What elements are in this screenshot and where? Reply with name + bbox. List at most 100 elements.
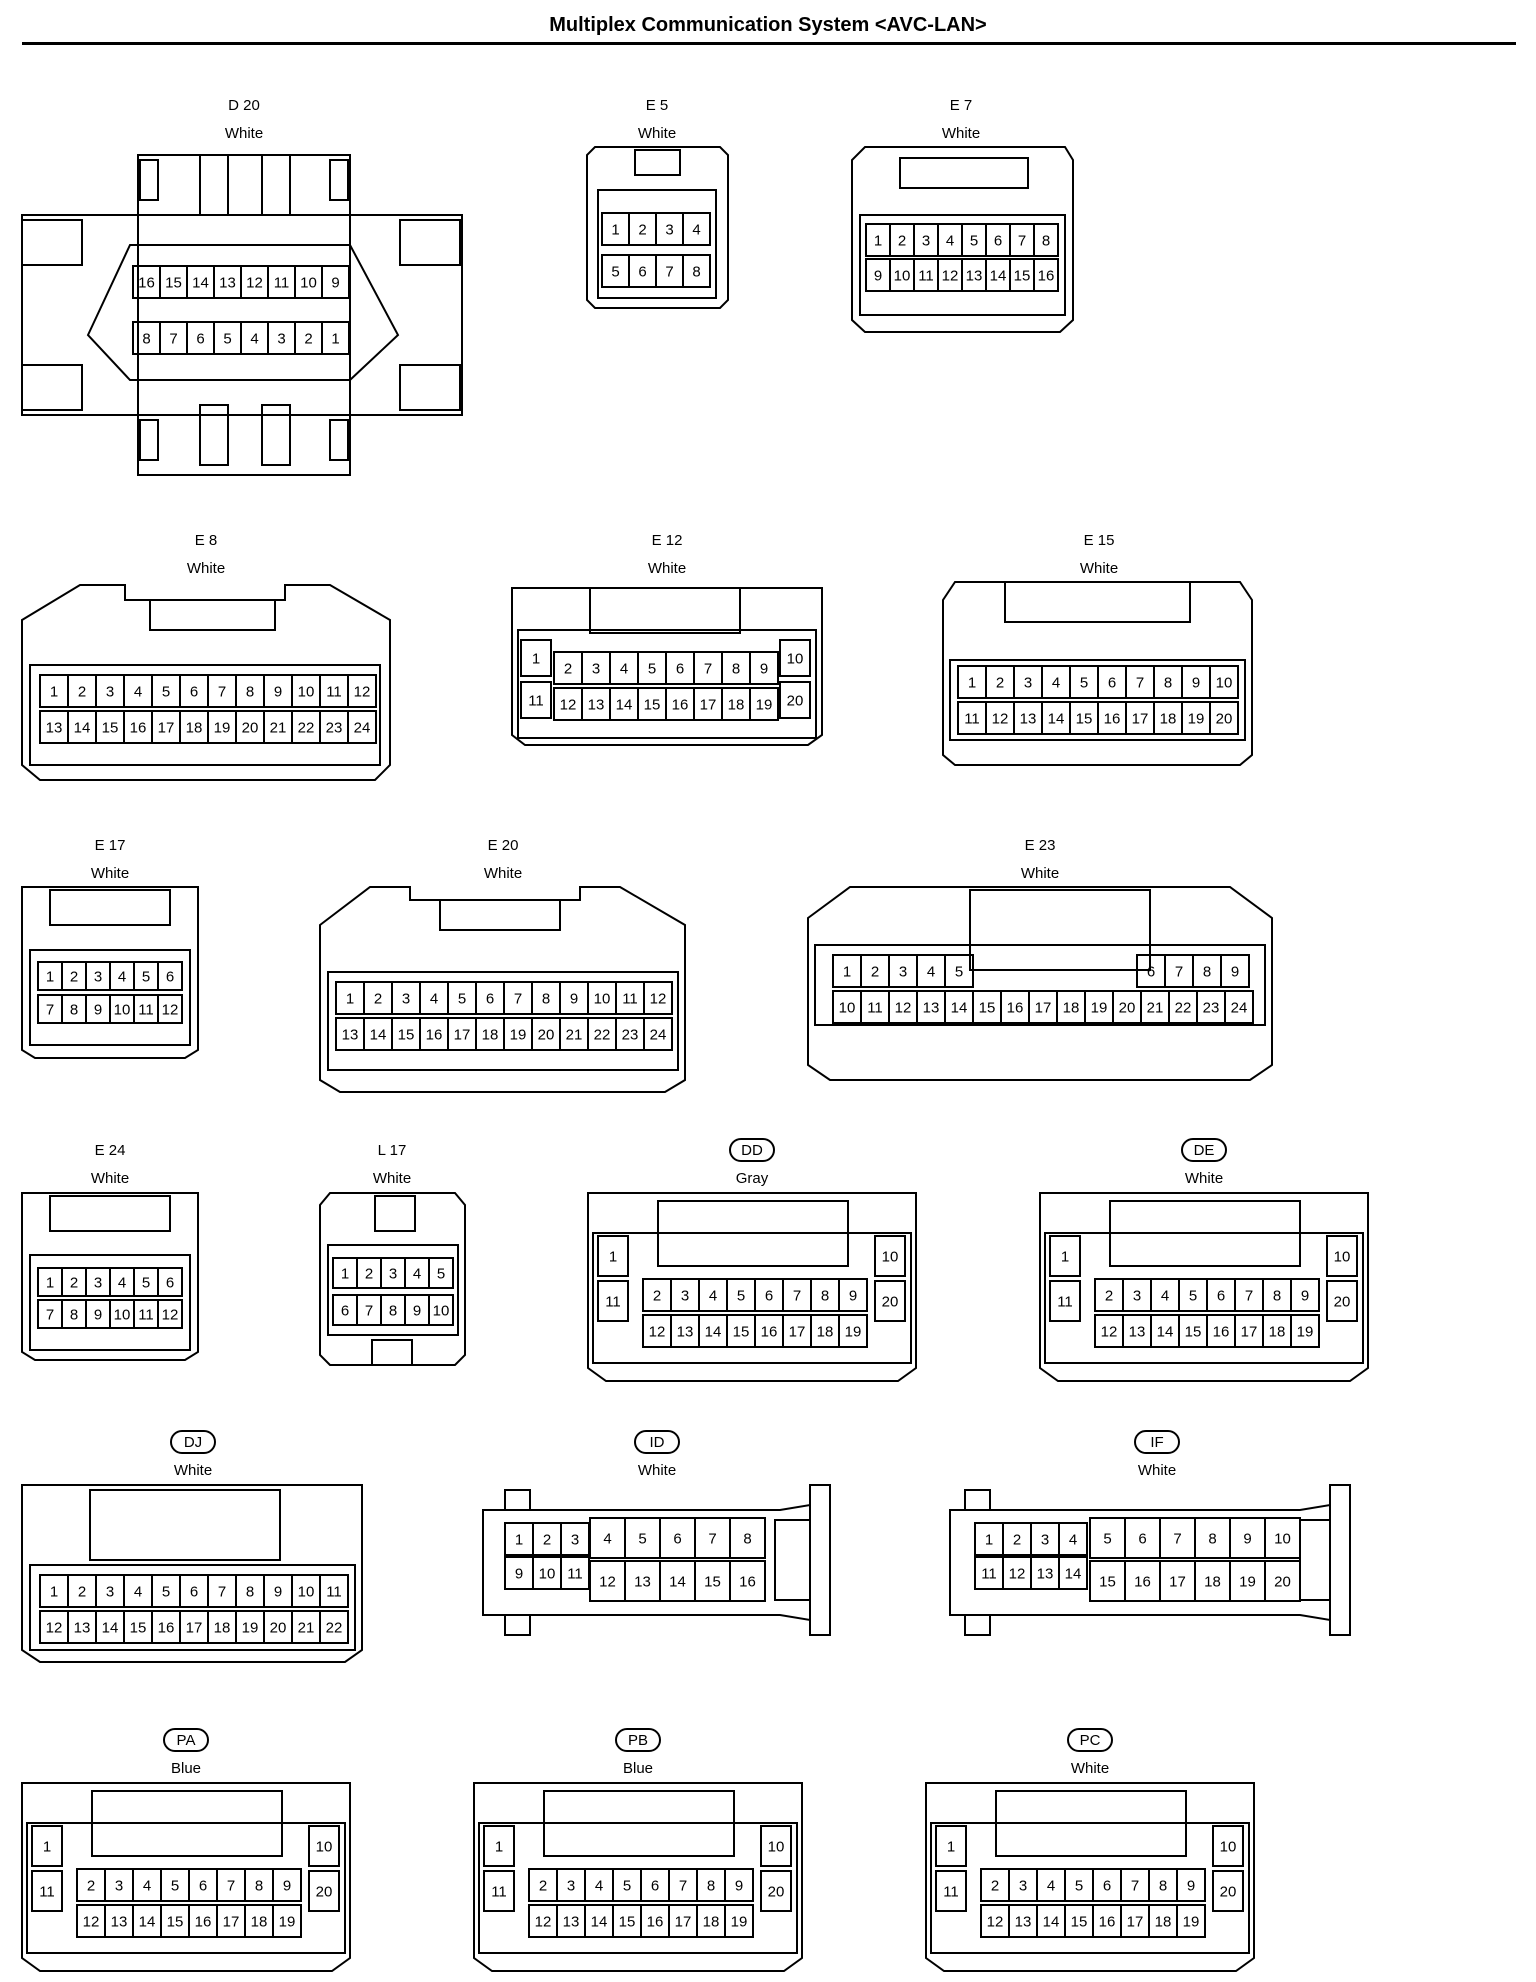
pin-number: 13 [74, 1620, 91, 1637]
pin-number: 5 [223, 331, 231, 348]
pin-cell: 11 [133, 1299, 159, 1329]
pin-cell: 13 [1122, 1314, 1152, 1348]
housing-line [964, 1489, 991, 1511]
connector-color: White [91, 865, 129, 882]
pin-cell: 12 [240, 265, 269, 299]
pin-number: 2 [78, 1584, 86, 1601]
pin-number: 1 [985, 1532, 993, 1549]
pin-cell: 1 [935, 1825, 967, 1867]
pin-number: 11 [622, 991, 638, 1008]
pin-cell: 9 [321, 265, 350, 299]
pin-cell: 5 [961, 223, 987, 257]
pin-number: 3 [389, 1266, 397, 1283]
pin-number: 8 [542, 991, 550, 1008]
pin-number: 10 [882, 1249, 899, 1266]
pin-cell: 14 [67, 710, 97, 744]
pin-cell: 8 [244, 1868, 274, 1902]
connector-color: Gray [736, 1170, 769, 1187]
pin-cell: 6 [985, 223, 1011, 257]
pin-number: 10 [1334, 1249, 1351, 1266]
pin-number: 16 [1104, 711, 1121, 728]
pin-cell: 10 [587, 981, 617, 1015]
pin-box [1224, 990, 1254, 1024]
pin-cell: 15 [159, 265, 188, 299]
pin-number: 3 [1019, 1878, 1027, 1895]
pin-number: 16 [426, 1027, 443, 1044]
pin-number: 11 [528, 693, 544, 710]
pin-number: 5 [142, 1275, 150, 1292]
pin-cell: 12 [76, 1904, 106, 1938]
pin-cell: 14 [363, 1017, 393, 1051]
pin-number: 10 [1274, 1531, 1291, 1548]
pin-cell: 18 [1153, 701, 1183, 735]
pin-number: 1 [874, 233, 882, 250]
pin-box [347, 674, 377, 708]
pin-box [724, 1868, 754, 1902]
pin-box [483, 1870, 515, 1912]
pin-number: 12 [162, 1307, 179, 1324]
pin-number: 9 [1301, 1288, 1309, 1305]
pin-cell: 12 [553, 687, 583, 721]
pin-number: 2 [996, 675, 1004, 692]
pin-box [308, 1870, 340, 1912]
pin-cell: 15 [391, 1017, 421, 1051]
pin-number: 4 [118, 1275, 126, 1292]
pin-box [520, 639, 552, 677]
pin-number: 7 [704, 661, 712, 678]
pin-number: 4 [1052, 675, 1060, 692]
pin-box [838, 1278, 868, 1312]
pin-cell: 1 [597, 1235, 629, 1277]
pin-cell: 5 [601, 254, 630, 288]
pin-number: 7 [793, 1288, 801, 1305]
pin-box [779, 639, 811, 677]
pin-cell: 7 [216, 1868, 246, 1902]
pin-cell: 2 [553, 651, 583, 685]
connector-color: White [1071, 1760, 1109, 1777]
pin-cell: 17 [151, 710, 181, 744]
pin-number: 10 [594, 991, 611, 1008]
pin-number: 2 [539, 1878, 547, 1895]
pin-number: 14 [1043, 1914, 1060, 1931]
connector-code-oval [1067, 1728, 1113, 1752]
pin-cell: 5 [637, 651, 667, 685]
pin-cell: 14 [1036, 1904, 1066, 1938]
housing-line [26, 1822, 346, 1954]
pin-cell: 3 [1008, 1868, 1038, 1902]
pin-cell: 1 [1049, 1235, 1081, 1277]
pin-cell: 10 [760, 1825, 792, 1867]
pin-number: 16 [1007, 1000, 1024, 1017]
pin-number: 10 [1216, 675, 1233, 692]
pin-cell: 5 [1089, 1517, 1126, 1559]
connector-code-oval [615, 1728, 661, 1752]
pin-number: 14 [591, 1914, 608, 1931]
housing-line [374, 1195, 416, 1232]
pin-number: 23 [326, 720, 343, 737]
pin-cell: 22 [319, 1610, 349, 1644]
pin-box [874, 1235, 906, 1277]
pin-number: 15 [733, 1324, 750, 1341]
pin-cell: 7 [693, 651, 723, 685]
pin-number: 13 [677, 1324, 694, 1341]
pin-number: 9 [1187, 1878, 1195, 1895]
pin-cell: 10 [1264, 1517, 1301, 1559]
pin-number: 8 [1273, 1288, 1281, 1305]
pin-number: 8 [70, 1002, 78, 1019]
pin-number: 6 [166, 969, 174, 986]
pin-number: 20 [1220, 1884, 1237, 1901]
pin-number: 12 [83, 1914, 100, 1931]
connector-code: E 8 [195, 532, 218, 549]
pin-cell: 1 [483, 1825, 515, 1867]
pin-number: 2 [543, 1532, 551, 1549]
pin-number: 5 [648, 661, 656, 678]
pin-cell: 24 [347, 710, 377, 744]
pin-cell: 8 [235, 1574, 265, 1608]
pin-number: 1 [46, 969, 54, 986]
pin-box [157, 1267, 183, 1297]
pin-number: 3 [1024, 675, 1032, 692]
pin-cell: 6 [1097, 665, 1127, 699]
